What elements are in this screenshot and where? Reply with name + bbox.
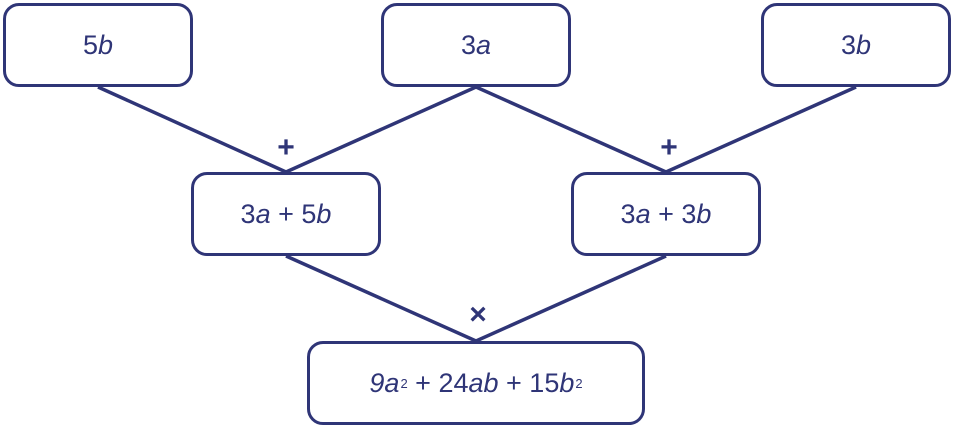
expression-term: + 3: [650, 198, 697, 229]
times-operator: ×: [469, 298, 487, 331]
expression-term: 5: [82, 29, 98, 60]
expression-term: 3: [620, 198, 636, 229]
connector-line: [97, 85, 287, 174]
expression-term: a: [255, 198, 271, 229]
expression-term: ab: [468, 367, 499, 398]
expression-term: 3: [240, 198, 256, 229]
expression-term: 3: [460, 29, 476, 60]
expression-term: b: [856, 29, 872, 60]
expression-term: 3: [840, 29, 856, 60]
expression-term: a: [384, 367, 400, 398]
connector-line: [665, 85, 857, 174]
plus-operator: +: [277, 131, 295, 164]
expression-term: 2: [575, 375, 583, 391]
expression-term: + 24: [407, 367, 469, 398]
expression-term: + 5: [270, 198, 317, 229]
expression-term: b: [559, 367, 575, 398]
expression-term: a: [635, 198, 651, 229]
expression-term: 9: [369, 367, 385, 398]
expression-term: b: [696, 198, 712, 229]
connector-line: [475, 85, 667, 174]
expression-term: b: [316, 198, 332, 229]
expression-term: 2: [400, 375, 408, 391]
expression-term: b: [98, 29, 114, 60]
expression-term: + 15: [498, 367, 560, 398]
connector-line: [285, 254, 477, 343]
expression-term: a: [476, 29, 492, 60]
plus-operator: +: [660, 131, 678, 164]
connector-line: [285, 85, 477, 174]
connector-line: [475, 254, 667, 343]
